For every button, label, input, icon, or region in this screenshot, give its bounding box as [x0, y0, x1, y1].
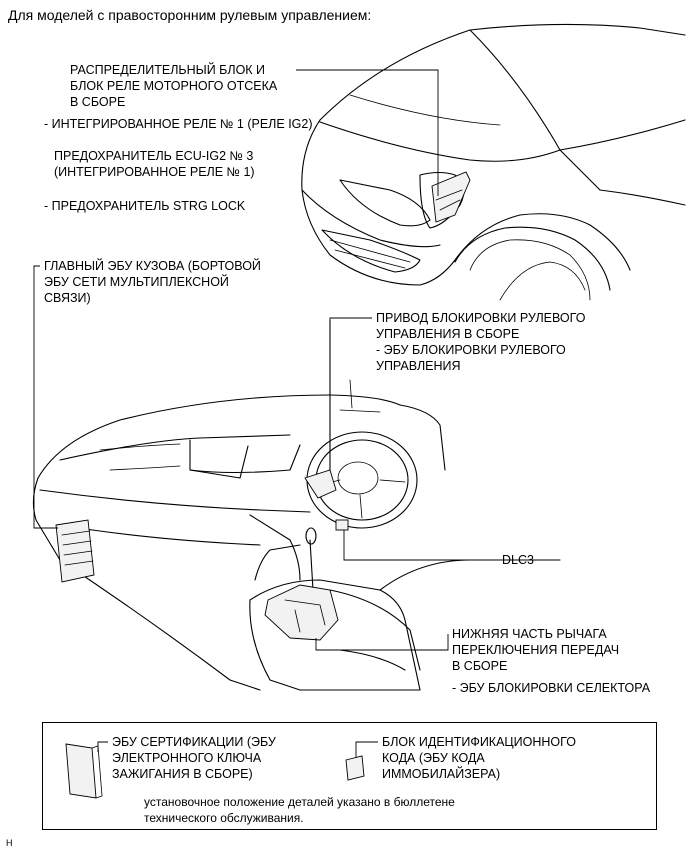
leader-main-body-ecu: [33, 265, 58, 529]
legend-illustrations: [65, 741, 378, 799]
legend-certification-ecu: ЭБУ СЕРТИФИКАЦИИ (ЭБУ ЭЛЕКТРОННОГО КЛЮЧА…: [112, 735, 276, 781]
page-title: Для моделей с правосторонним рулевым упр…: [8, 7, 372, 23]
leader-lines: [33, 69, 498, 651]
label-steering-lock: ПРИВОД БЛОКИРОВКИ РУЛЕВОГО УПРАВЛЕНИЯ В …: [376, 311, 586, 373]
figure-code: H: [6, 838, 13, 848]
car-front-illustration: [301, 23, 686, 301]
id-block-part: [345, 755, 365, 781]
legend-box: [42, 722, 657, 830]
label-integrated-relay: - ИНТЕГРИРОВАННОЕ РЕЛЕ № 1 (РЕЛЕ IG2): [44, 117, 313, 131]
label-junction-block: РАСПРЕДЕЛИТЕЛЬНЫЙ БЛОК И БЛОК РЕЛЕ МОТОР…: [70, 63, 278, 109]
label-shift-lock-ecu: - ЭБУ БЛОКИРОВКИ СЕЛЕКТОРА: [452, 681, 651, 695]
leader-id-block: [355, 741, 378, 758]
label-main-body-ecu: ГЛАВНЫЙ ЭБУ КУЗОВА (БОРТОВОЙ ЭБУ СЕТИ МУ…: [44, 259, 261, 305]
legend-note: установочное положение деталей указано в…: [144, 795, 455, 825]
leader-junction-block: [296, 69, 439, 196]
leader-dlc3: [343, 530, 498, 561]
label-ecu-ig2-fuse: ПРЕДОХРАНИТЕЛЬ ECU-IG2 № 3 (ИНТЕГРИРОВАН…: [54, 149, 255, 179]
leader-certification-ecu: [97, 741, 108, 752]
leader-shift-lever: [315, 634, 449, 651]
leader-steering-lock: [329, 317, 372, 470]
legend-id-block: БЛОК ИДЕНТИФИКАЦИОННОГО КОДА (ЭБУ КОДА И…: [382, 735, 576, 781]
label-shift-lever: НИЖНЯЯ ЧАСТЬ РЫЧАГА ПЕРЕКЛЮЧЕНИЯ ПЕРЕДАЧ…: [452, 627, 620, 673]
label-strg-lock-fuse: - ПРЕДОХРАНИТЕЛЬ STRG LOCK: [44, 199, 246, 213]
label-dlc3: DLC3: [502, 553, 534, 567]
